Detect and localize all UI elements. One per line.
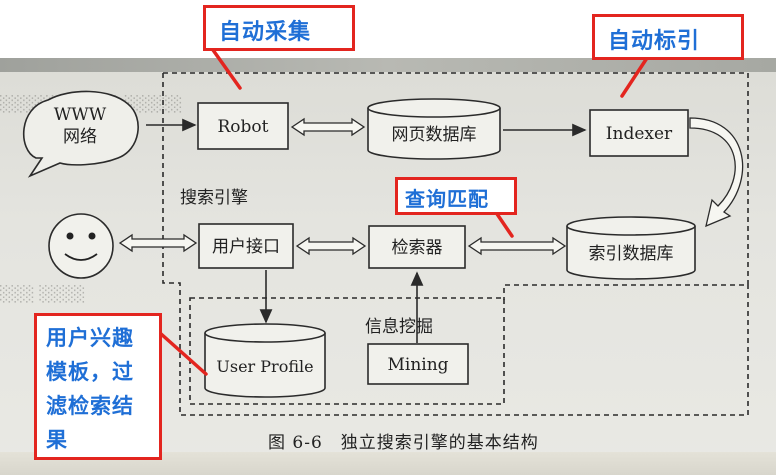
info-mining-label: 信息挖掘 (365, 317, 433, 337)
double-arrow-retriever-to-indexdb (467, 236, 567, 256)
user-interface-box (198, 223, 294, 269)
page-top-shadow (0, 58, 776, 72)
retriever-box (368, 225, 466, 269)
index-database-cylinder (566, 216, 696, 280)
user-interface-label: 用户接口 (212, 237, 280, 257)
user-profile-cylinder (204, 323, 326, 398)
callout-auto-index: 自动标引 (592, 14, 744, 60)
indexer-label: Indexer (606, 124, 673, 144)
index-database-label: 索引数据库 (589, 244, 674, 264)
indexer-box (589, 109, 689, 157)
mining-box (367, 343, 469, 385)
double-arrow-robot-pagedb (290, 117, 366, 137)
callout-user-interest-line: 模板，过 (46, 360, 134, 384)
user-profile-label: User Profile (216, 357, 313, 376)
curved-arrow-indexer-to-indexdb (689, 117, 744, 228)
callout-query-match: 查询匹配 (395, 177, 517, 215)
network-label: 网络 (63, 127, 97, 147)
user-smiley-face (48, 213, 114, 279)
robot-label: Robot (218, 117, 269, 137)
retriever-label: 检索器 (392, 238, 443, 258)
page-database-label: 网页数据库 (392, 125, 477, 145)
page-database-cylinder (367, 98, 501, 160)
mining-label: Mining (387, 355, 448, 375)
callout-auto-collect: 自动采集 (203, 5, 355, 51)
page-bottom-strip (0, 452, 776, 475)
callout-user-interest-line: 滤检索结 (46, 394, 134, 418)
figure-caption: 图 6-6 独立搜索引擎的基本结构 (268, 433, 539, 453)
callout-pointers (158, 48, 649, 376)
info-mining-boundary (189, 297, 505, 405)
www-network-bubble (23, 90, 139, 178)
background-text-texture: ░░░ ░░░░ (0, 285, 86, 303)
robot-box (197, 102, 289, 150)
double-arrow-user-to-interface (118, 233, 198, 253)
callout-user-interest-line: 用户兴趣 (46, 326, 134, 350)
callout-user-interest: 用户兴趣 模板，过 滤检索结 果 (34, 313, 162, 460)
double-arrow-interface-to-retriever (295, 236, 367, 256)
www-label: WWW (54, 105, 107, 125)
search-engine-label: 搜索引擎 (180, 188, 248, 208)
callout-user-interest-line: 果 (46, 428, 68, 452)
